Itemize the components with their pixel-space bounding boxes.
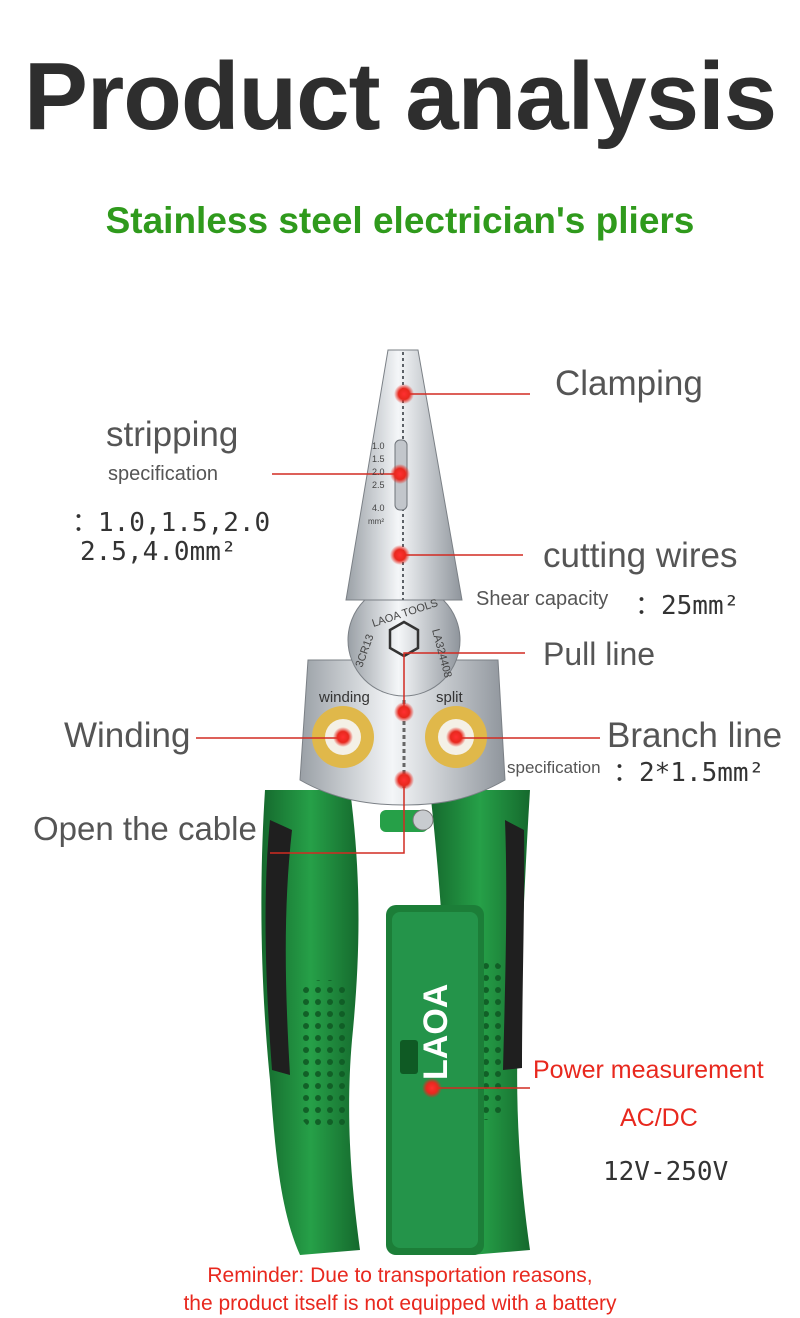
pull-line-label: Pull line [543,636,656,672]
jaw-gauge-5: 4.0 [372,503,385,513]
handle-brand-logo: LAOA [417,984,455,1080]
stripping-values-line-2: 2.5,4.0mm² [80,537,237,567]
jaw-gauge-1: 1.0 [372,441,385,451]
branch-spec-value: ：2*1.5mm² [613,758,765,788]
page-title: Product analysis [23,43,777,150]
cutting-wires-label: cutting wires [543,536,738,575]
callout-dots [333,384,466,1098]
stripping-spec-label: specification [108,463,219,485]
reminder-line-2: the product itself is not equipped with … [183,1292,617,1315]
split-hole-label: split [436,689,464,706]
reminder-line-1: Reminder: Due to transportation reasons, [207,1264,593,1287]
jaw-gauge-4: 2.5 [372,480,385,490]
winding-label: Winding [64,716,191,755]
branch-line-label: Branch line [607,716,783,755]
stripping-values-line-1: ：1.0,1.5,2.0 [72,508,271,538]
callout-lines [196,393,600,1089]
clamping-label: Clamping [555,364,703,403]
power-measurement-label: Power measurement [533,1056,764,1084]
open-the-cable-label: Open the cable [33,810,257,847]
jaw-gauge-2: 1.5 [372,454,385,464]
voltage-range-label: 12V-250V [603,1157,729,1187]
pliers-head [299,583,506,832]
ac-dc-label: AC/DC [620,1104,698,1132]
page-subtitle: Stainless steel electrician's pliers [105,200,695,241]
jaw-gauge-3: 2.0 [372,467,385,477]
branch-spec-label: specification [507,758,601,777]
shear-capacity-value: ：25mm² [635,591,740,621]
winding-hole-label: winding [318,689,370,706]
stripping-title: stripping [106,415,239,454]
left-handle [261,790,360,1255]
jaw-gauge-unit: mm² [368,517,384,526]
shear-capacity-label: Shear capacity [476,588,609,610]
